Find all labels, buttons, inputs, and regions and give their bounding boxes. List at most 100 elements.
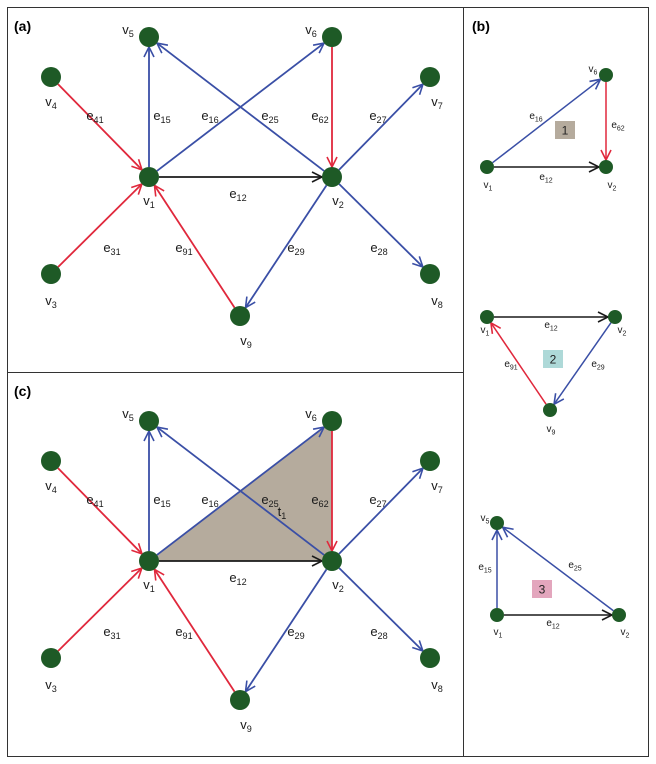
node-v5 <box>139 27 159 47</box>
node-label-v4: v4 <box>45 94 57 111</box>
subgraph-2-node-label-v1: v1 <box>481 325 490 337</box>
node-label-v8: v8 <box>431 293 443 310</box>
node-v8 <box>420 264 440 284</box>
subgraph-3-edge-label-e12: e12 <box>546 618 559 630</box>
node-v2 <box>322 167 342 187</box>
node-v3 <box>41 648 61 668</box>
edge-e41 <box>57 467 142 554</box>
node-label-v5: v5 <box>122 22 134 39</box>
node-label-v4: v4 <box>45 478 57 495</box>
subgraph-1-node-v1 <box>480 160 494 174</box>
subgraph-3-node-label-v2: v2 <box>621 627 630 639</box>
node-label-v7: v7 <box>431 94 443 111</box>
motif-badge-1-label: 1 <box>562 124 569 138</box>
node-v2 <box>322 551 342 571</box>
node-v5 <box>139 411 159 431</box>
node-v7 <box>420 67 440 87</box>
edge-e28 <box>338 183 423 267</box>
edge-e31 <box>57 568 142 652</box>
edge-label-e28: e28 <box>370 240 387 257</box>
node-v4 <box>41 451 61 471</box>
edge-e25 <box>157 43 325 172</box>
edge-label-e91: e91 <box>175 624 192 641</box>
edge-e28 <box>338 567 423 651</box>
subgraph-2-node-label-v9: v9 <box>547 424 556 436</box>
edge-label-e29: e29 <box>287 624 304 641</box>
edge-label-e15: e15 <box>153 492 170 509</box>
edge-e29 <box>246 568 328 691</box>
edge-e91 <box>154 185 236 309</box>
node-v9 <box>230 690 250 710</box>
subgraph-2-node-v2 <box>608 310 622 324</box>
edge-label-e16: e16 <box>201 492 218 509</box>
edge-e29 <box>246 184 328 307</box>
edge-label-e27: e27 <box>369 492 386 509</box>
subgraph-1-edge-label-e12: e12 <box>539 172 552 184</box>
subgraph-1-edge-label-e16: e16 <box>529 111 542 123</box>
motif-badge-2 <box>543 350 563 368</box>
subgraph-1-node-v6 <box>599 68 613 82</box>
node-v6 <box>322 27 342 47</box>
edge-label-e25: e25 <box>261 492 278 509</box>
node-label-v8: v8 <box>431 677 443 694</box>
node-label-v2: v2 <box>332 577 344 594</box>
node-v9 <box>230 306 250 326</box>
subgraph-3-edge-label-e25: e25 <box>568 560 581 572</box>
subgraph-1-node-label-v6: v6 <box>589 64 598 76</box>
node-v8 <box>420 648 440 668</box>
edge-e25 <box>157 427 325 556</box>
subgraph-3-edge-label-e15: e15 <box>478 562 491 574</box>
edge-label-e41: e41 <box>86 108 103 125</box>
edge-e27 <box>338 84 423 171</box>
subgraph-1-node-v2 <box>599 160 613 174</box>
edge-label-e31: e31 <box>103 240 120 257</box>
subgraph-2-edge-label-e12: e12 <box>544 320 557 332</box>
subgraph-2-edge-label-e29: e29 <box>591 359 604 371</box>
edge-e91 <box>154 569 236 693</box>
edge-label-e25: e25 <box>261 108 278 125</box>
panel-label-c: (c) <box>14 383 31 399</box>
edge-label-e15: e15 <box>153 108 170 125</box>
panel-label-b: (b) <box>472 18 490 34</box>
subgraph-3-node-v5 <box>490 516 504 530</box>
edge-label-e31: e31 <box>103 624 120 641</box>
subgraph-3-node-v2 <box>612 608 626 622</box>
subgraph-2-node-v1 <box>480 310 494 324</box>
node-v1 <box>139 167 159 187</box>
node-v3 <box>41 264 61 284</box>
edge-label-e91: e91 <box>175 240 192 257</box>
edge-label-e12: e12 <box>229 570 246 587</box>
subgraph-3-edge-e25 <box>503 527 614 612</box>
node-label-v6: v6 <box>305 22 317 39</box>
node-v7 <box>420 451 440 471</box>
node-label-v1: v1 <box>143 193 155 210</box>
node-v6 <box>322 411 342 431</box>
node-label-v1: v1 <box>143 577 155 594</box>
node-label-v2: v2 <box>332 193 344 210</box>
edge-e31 <box>57 184 142 268</box>
triangle-label: t1 <box>278 504 287 521</box>
edge-e41 <box>57 83 142 170</box>
subgraph-3-node-label-v1: v1 <box>494 627 503 639</box>
edge-label-e12: e12 <box>229 186 246 203</box>
node-label-v9: v9 <box>240 333 252 350</box>
subgraph-1-edge-label-e62: e62 <box>611 120 624 132</box>
panel-label-a: (a) <box>14 18 31 34</box>
edge-label-e62: e62 <box>311 108 328 125</box>
edge-label-e28: e28 <box>370 624 387 641</box>
motif-badge-1 <box>555 121 575 139</box>
node-label-v3: v3 <box>45 677 57 694</box>
outer-frame <box>7 7 649 757</box>
subgraph-1-node-label-v2: v2 <box>608 180 617 192</box>
subgraph-2-edge-e91 <box>491 323 547 405</box>
subgraph-2-edge-e29 <box>554 322 612 405</box>
node-v4 <box>41 67 61 87</box>
node-label-v9: v9 <box>240 717 252 734</box>
subgraph-2-node-v9 <box>543 403 557 417</box>
subgraph-2-edge-label-e91: e91 <box>504 359 517 371</box>
subgraph-2-node-label-v2: v2 <box>618 325 627 337</box>
